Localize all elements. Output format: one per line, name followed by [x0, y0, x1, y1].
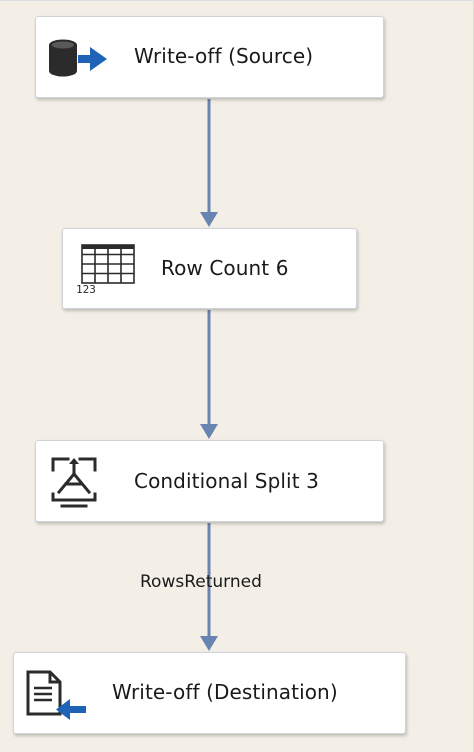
row-count-component[interactable]: 123 Row Count 6 [62, 228, 357, 309]
connector-rowcount-to-split[interactable] [200, 310, 218, 439]
destination-component[interactable]: Write-off (Destination) [13, 652, 406, 734]
arrowhead [200, 636, 218, 651]
arrowhead [200, 424, 218, 439]
row-count-label: Row Count 6 [161, 256, 289, 280]
source-label: Write-off (Source) [134, 44, 314, 68]
database-source-icon [49, 39, 107, 77]
canvas-top-border [0, 0, 474, 1]
conditional-split-component[interactable]: Conditional Split 3 [35, 440, 384, 522]
icon-digits: 123 [76, 283, 96, 294]
row-count-grid-icon: 123 [76, 244, 135, 294]
connector-source-to-rowcount[interactable] [200, 99, 218, 227]
connector-split-to-destination[interactable] [200, 523, 218, 651]
conditional-split-label: Conditional Split 3 [134, 469, 319, 493]
arrowhead [200, 212, 218, 227]
conditional-split-icon [51, 457, 97, 508]
document-destination-icon [26, 670, 86, 720]
connector-label-rows-returned[interactable]: RowsReturned [140, 572, 262, 592]
destination-label: Write-off (Destination) [112, 680, 338, 704]
source-component[interactable]: Write-off (Source) [35, 16, 384, 98]
